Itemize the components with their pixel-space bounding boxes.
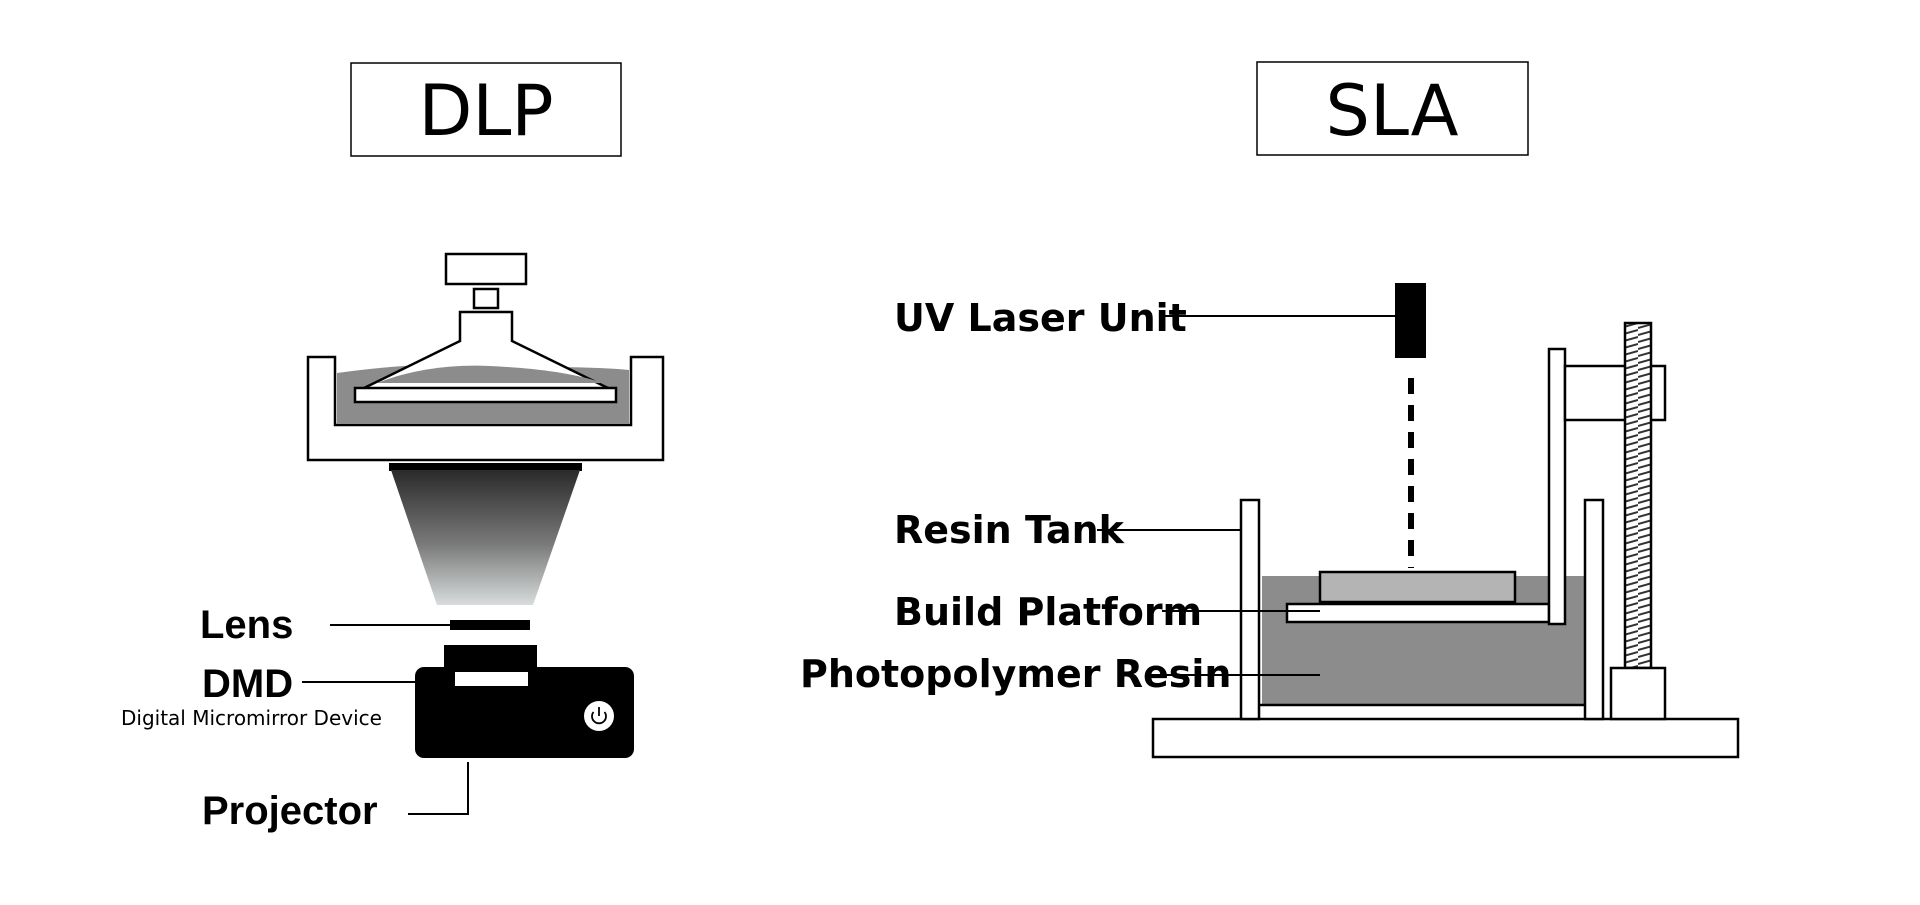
platform-handle [444,252,528,286]
beam-top-edge [389,463,582,471]
platform-arm [1547,347,1567,626]
label-resin: Photopolymer Resin [800,652,1231,696]
label-dmd-full: Digital Micromirror Device [121,706,382,730]
dlp-title: DLP [418,70,553,152]
sla-title-box [1256,61,1529,156]
dlp-title-box [350,62,622,157]
leader-projector [408,762,469,815]
label-lens: Lens [200,603,293,647]
platform-connector [472,287,500,310]
dlp-printed-part [377,365,603,383]
label-uv-laser: UV Laser Unit [894,296,1187,340]
uv-laser-unit [1395,283,1426,358]
label-build-platform: Build Platform [894,590,1202,634]
lead-screw [1623,321,1653,670]
power-icon [591,707,607,725]
tank-wall-left [1239,498,1261,721]
label-dmd: DMD [202,662,293,706]
dlp-build-plate [353,386,618,404]
dmd-window [455,672,528,686]
base-plate [1151,717,1740,759]
sla-title: SLA [1326,70,1459,152]
sla-panel: SLA UV Laser Unit Resin Tank Build Platf… [800,61,1740,759]
lens [450,620,530,630]
label-resin-tank: Resin Tank [894,508,1125,552]
screw-base [1609,666,1667,721]
tank-wall-right [1583,498,1605,721]
dlp-panel: DLP Lens DMD Digital Micromirror Device [121,62,665,833]
sla-build-platform [1285,602,1551,624]
label-projector: Projector [202,789,378,833]
dlp-resin-vat [306,355,665,462]
light-beam [391,470,580,605]
sla-printed-part [1318,570,1517,604]
projector-body [415,667,634,758]
